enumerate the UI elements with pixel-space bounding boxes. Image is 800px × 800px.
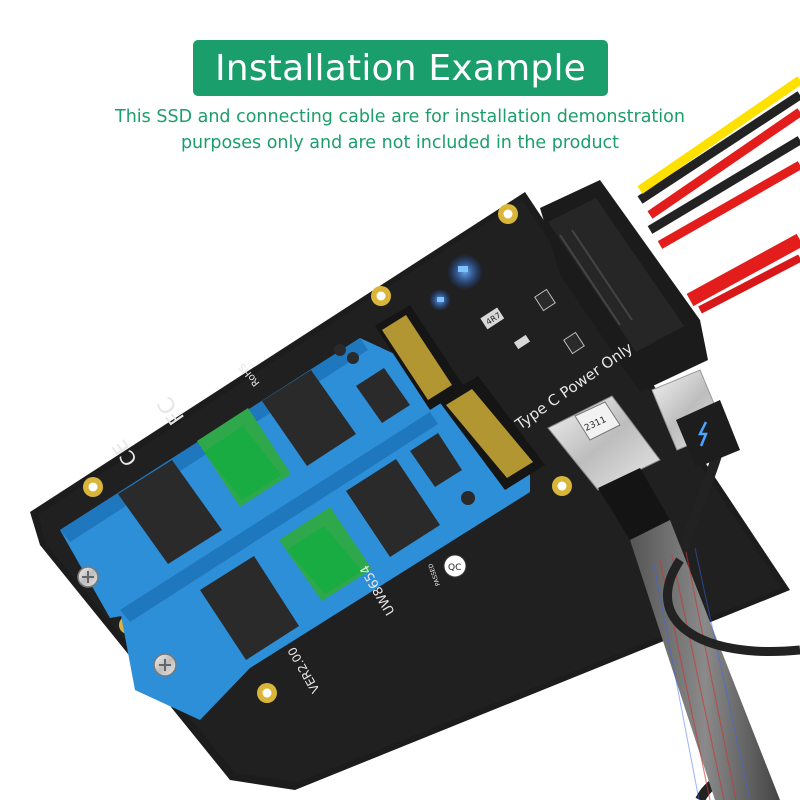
sata-connector	[540, 180, 708, 392]
qc-mark: QC	[448, 563, 461, 573]
disclaimer-line-2: purposes only and are not included in th…	[180, 133, 620, 153]
disclaimer-text: This SSD and connecting cable are for in…	[0, 104, 800, 156]
page-title: Installation Example	[214, 47, 586, 89]
screws	[77, 566, 177, 677]
disclaimer-line-1: This SSD and connecting cable are for in…	[115, 107, 685, 127]
sff-cable: 2311	[547, 395, 800, 800]
bottom-ssd	[120, 376, 545, 720]
sata-power-wires	[637, 76, 800, 314]
title-banner: Installation Example	[193, 40, 608, 96]
top-ssd	[60, 305, 470, 618]
